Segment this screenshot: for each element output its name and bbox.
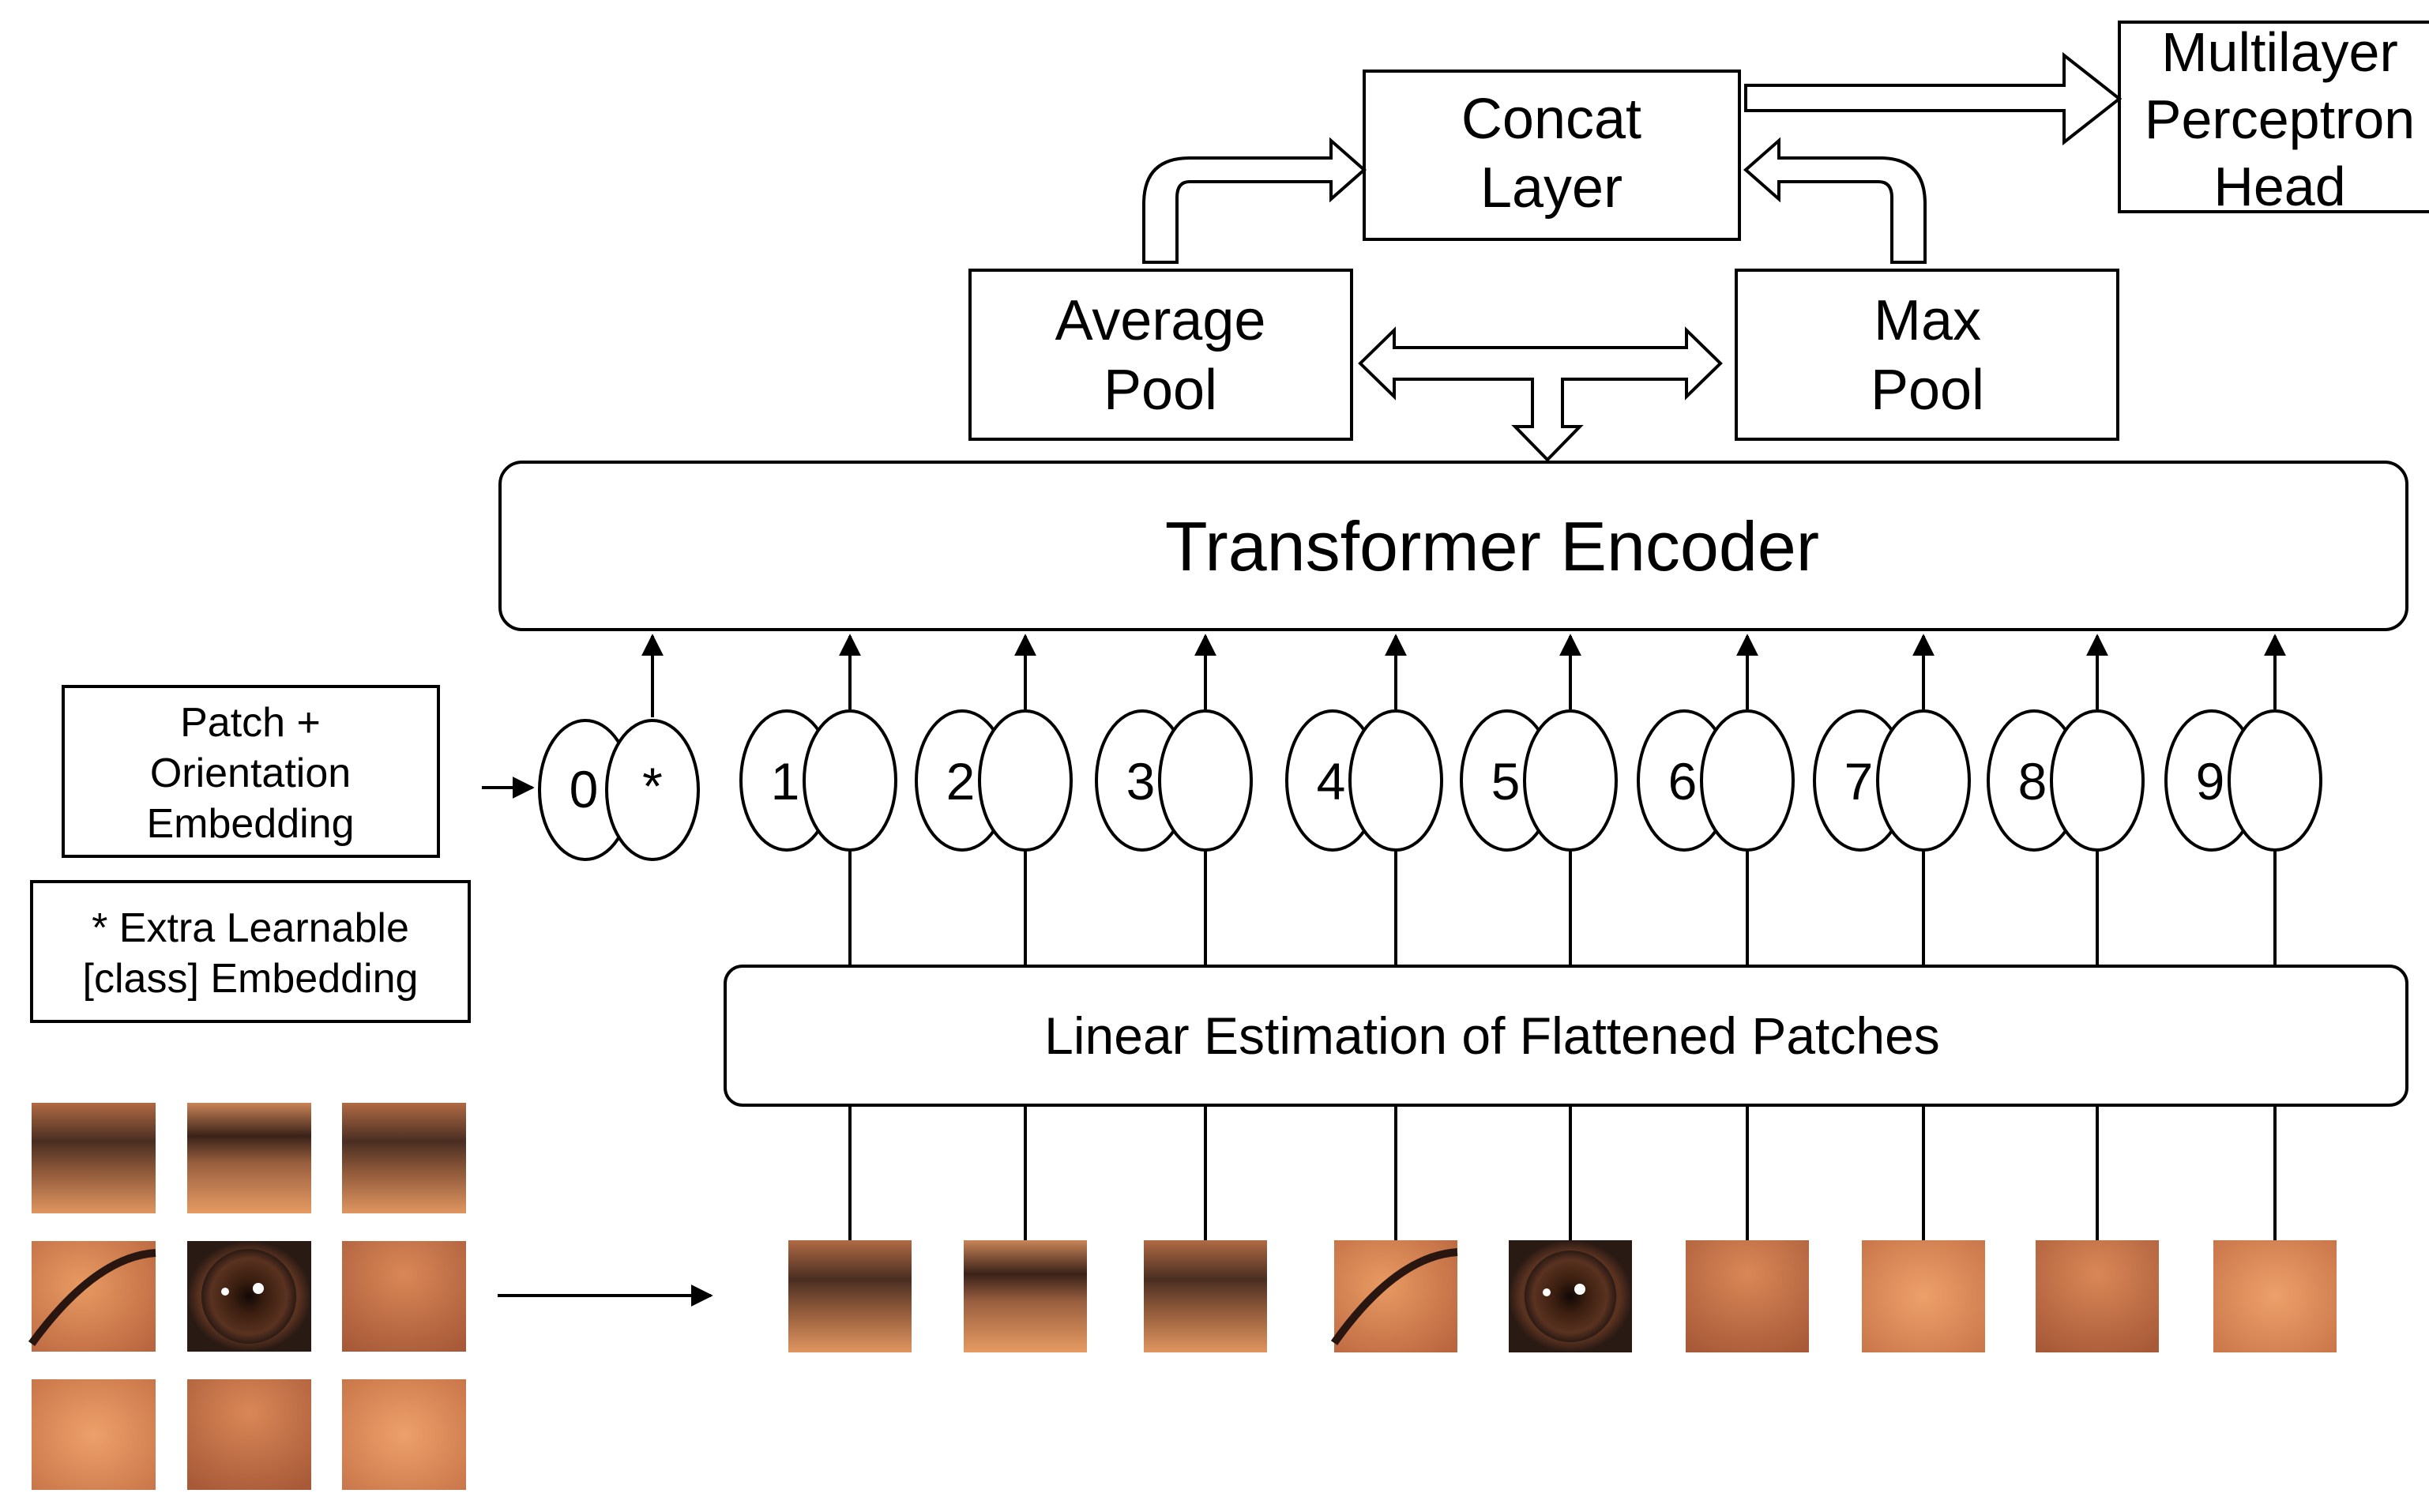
avgpool-to-concat-arrow (1142, 137, 1367, 264)
grid-patch-skin-lower-right (342, 1379, 466, 1490)
patch-token-6: 6 (1637, 634, 1795, 1240)
patch-embedding-label-2: Orientation (150, 750, 351, 796)
patch-token-index: 9 (2196, 752, 2225, 811)
patch-token-8: 8 (1987, 634, 2145, 1240)
grid-patch-eye-corner-left (28, 1241, 156, 1352)
patch-token-index: 4 (1317, 752, 1346, 811)
pool-split-arrow (1358, 326, 1723, 462)
average-pool-label-2: Pool (1104, 359, 1217, 422)
max-pool-label-2: Pool (1871, 359, 1984, 422)
mlp-label-3: Head (2213, 156, 2345, 217)
concat-to-mlp-arrow (1744, 51, 2123, 146)
class-embedding-box: * Extra Learnable [class] Embedding (30, 880, 471, 1023)
linear-estimation-label: Linear Estimation of Flattened Patches (1044, 1006, 1940, 1065)
average-pool-box: Average Pool (968, 269, 1353, 441)
mlp-label-1: Multilayer (2161, 21, 2398, 83)
concat-layer-box: Concat Layer (1363, 70, 1741, 241)
transformer-encoder-box: Transformer Encoder (498, 461, 2408, 631)
patch-token-1: 1 (739, 634, 897, 1240)
patch-token-7: 7 (1813, 634, 1971, 1240)
patch-token-4: 4 (1285, 634, 1443, 1240)
patch-token-9: 9 (2164, 634, 2322, 1240)
patch-embedding-label-3: Embedding (146, 801, 354, 847)
patch-token-index: 6 (1668, 752, 1698, 811)
patch-skin-lower-right (2213, 1240, 2337, 1352)
grid-patch-brow-left (32, 1103, 156, 1213)
grid-patch-iris (187, 1241, 311, 1352)
grid-patch-brow-center (187, 1103, 311, 1213)
class-token-marker: * (642, 757, 663, 815)
patch-brow-left (788, 1240, 912, 1352)
patch-iris (1509, 1240, 1632, 1352)
class-embedding-label-2: [class] Embedding (83, 956, 419, 1002)
patch-token-2: 2 (915, 634, 1073, 1240)
class-token-index: 0 (570, 760, 599, 818)
grid-patch-skin-lower-left (32, 1379, 156, 1490)
mlp-head-box: Multilayer Perceptron Head (2118, 21, 2429, 217)
mlp-label-2: Perceptron (2145, 88, 2415, 150)
patch-token-index: 3 (1126, 752, 1156, 811)
patch-skin-lower-left (1862, 1240, 1985, 1352)
max-pool-box: Max Pool (1735, 269, 2119, 441)
average-pool-label-1: Average (1055, 289, 1266, 352)
patch-token-5: 5 (1460, 634, 1618, 1240)
patch-eye-corner-left (1330, 1240, 1458, 1352)
patch-token-index: 8 (2018, 752, 2047, 811)
patch-grid (28, 1103, 466, 1490)
patch-brow-right (1144, 1240, 1267, 1352)
patch-orientation-embedding-box: Patch + Orientation Embedding (62, 685, 440, 858)
patch-sequence (788, 1240, 2337, 1352)
concat-label-2: Layer (1480, 156, 1622, 220)
patch-skin-lower-center (2036, 1240, 2159, 1352)
patch-token-index: 7 (1844, 752, 1874, 811)
max-pool-label-1: Max (1874, 289, 1981, 352)
patch-token-3: 3 (1095, 634, 1253, 1240)
concat-label-1: Concat (1461, 88, 1641, 151)
patch-tokens: 1 2 3 4 5 6 7 8 9 (739, 634, 2322, 1240)
patch-token-index: 2 (946, 752, 976, 811)
grid-patch-brow-right (342, 1103, 466, 1213)
patch-embedding-label-1: Patch + (180, 700, 321, 746)
patch-token-index: 1 (771, 752, 800, 811)
class-embedding-label-1: * Extra Learnable (92, 905, 409, 951)
maxpool-to-concat-arrow (1743, 137, 1927, 264)
patch-token-index: 5 (1491, 752, 1521, 811)
patch-eye-corner-right (1686, 1240, 1809, 1352)
patch-brow-center (964, 1240, 1087, 1352)
class-token: 0 * (538, 634, 700, 861)
linear-estimation-box: Linear Estimation of Flattened Patches (724, 965, 2408, 1107)
grid-patch-skin-lower-center (187, 1379, 311, 1490)
grid-patch-eye-corner-right (342, 1241, 466, 1352)
transformer-encoder-label: Transformer Encoder (1165, 507, 1819, 585)
